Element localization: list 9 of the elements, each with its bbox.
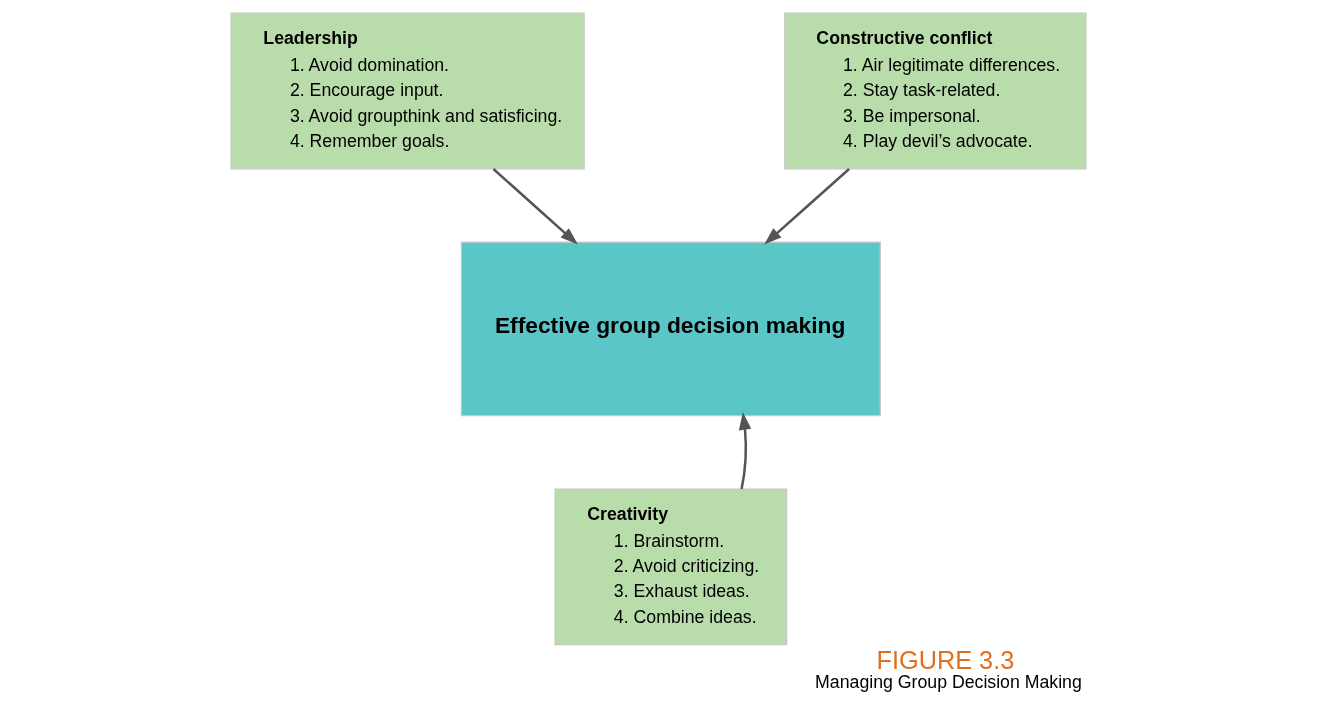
node-box: Leadership 1. Avoid domination. 2. Encourage input. 3. Avoid groupthink and satisficing. 4. Remember goals. [230,12,585,170]
caption: Managing Group Decision Making [815,671,1082,692]
arrow [492,168,578,245]
node-box: Constructive conflict 1. Air legitimate differences. 2. Stay task-related. 3. Be impersonal. 4. Play devil’s advocate. [784,12,1087,170]
arrow [764,168,850,245]
node-box: Creativity 1. Brainstorm. 2. Avoid criticizing. 3. Exhaust ideas. 4. Combine ideas. [554,488,788,646]
node-box: Effective group decision making [460,241,881,417]
diagram-title: FIGURE 3.3 [876,645,1015,674]
arrow [738,412,752,490]
